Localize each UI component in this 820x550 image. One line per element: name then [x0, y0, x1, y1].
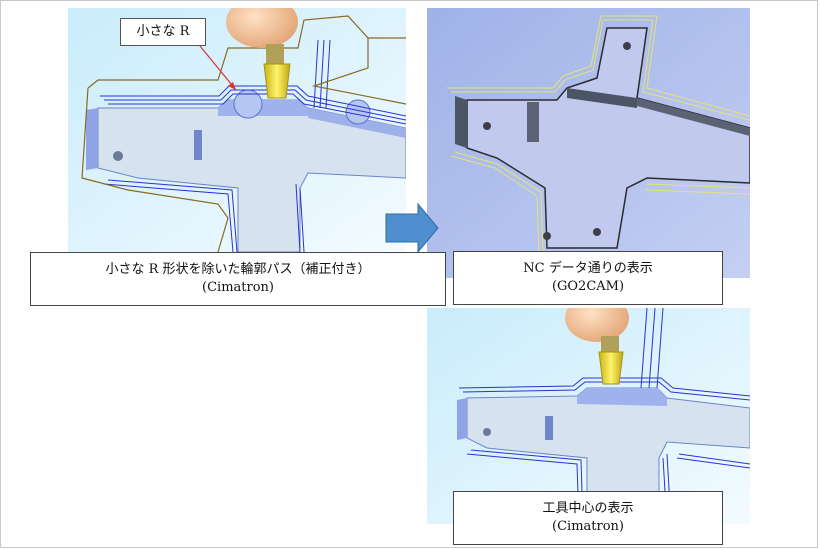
- caption-software: (Cimatron): [202, 280, 274, 295]
- render-panel-nc-data: [427, 8, 750, 278]
- pocket-floor: [466, 27, 750, 249]
- caption-nc-data: NC データ通りの表示 (GO2CAM): [453, 251, 723, 305]
- small-r-callout: 小さな R: [120, 18, 206, 46]
- caption-contour-path: 小さな R 形状を除いた輪郭パス（補正付き） (Cimatron): [30, 252, 446, 306]
- caption-tool-center: 工具中心の表示 (Cimatron): [453, 491, 723, 545]
- caption-title: 小さな R 形状を除いた輪郭パス（補正付き）: [105, 262, 371, 277]
- pocket-wall-left: [86, 108, 98, 170]
- compensated-contour-path: [81, 15, 406, 252]
- render-panel-contour-path: [68, 8, 406, 252]
- end-mill-tool-icon: [226, 8, 298, 99]
- caption-software: (Cimatron): [552, 519, 624, 534]
- render-panel-tool-center: [427, 308, 750, 524]
- end-mill-tool-icon: [565, 308, 629, 385]
- caption-title: NC データ通りの表示: [523, 261, 653, 276]
- pocket-wall-top: [218, 100, 308, 116]
- caption-software: (GO2CAM): [551, 279, 625, 294]
- caption-title: 工具中心の表示: [542, 501, 634, 516]
